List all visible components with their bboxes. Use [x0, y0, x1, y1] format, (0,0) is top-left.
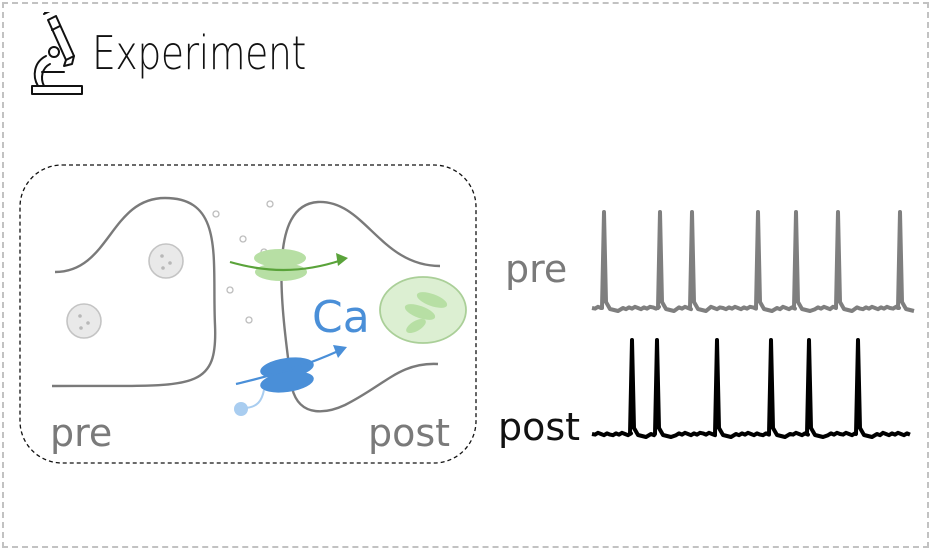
green-receptor [254, 249, 307, 281]
green-arrowhead [336, 253, 348, 266]
post-trace-label: post [498, 405, 580, 449]
post-spike-trace [591, 338, 911, 439]
pre-spike-trace [591, 210, 915, 313]
postsynaptic-membrane [280, 200, 441, 413]
calcium-label: Ca [312, 292, 370, 343]
pre-side-label: pre [50, 411, 112, 455]
panel-frame [2, 2, 929, 548]
microscope-icon [31, 12, 83, 95]
post-trace-line [591, 338, 911, 439]
blue-arrow [235, 350, 337, 386]
pre-trace-line [591, 210, 915, 313]
green-arrow [229, 258, 343, 272]
pre-trace-label: pre [505, 247, 567, 291]
blue-arrowhead [333, 345, 347, 358]
post-side-label: post [368, 411, 450, 455]
neurotransmitter-dots [212, 200, 274, 324]
presynaptic-membrane [51, 196, 217, 388]
vesicle [66, 303, 102, 339]
vesicle [148, 243, 184, 279]
synapse-box [19, 164, 477, 464]
ligand-dot [234, 402, 248, 416]
page-title: Experiment [92, 26, 306, 80]
green-organelle [379, 276, 467, 344]
